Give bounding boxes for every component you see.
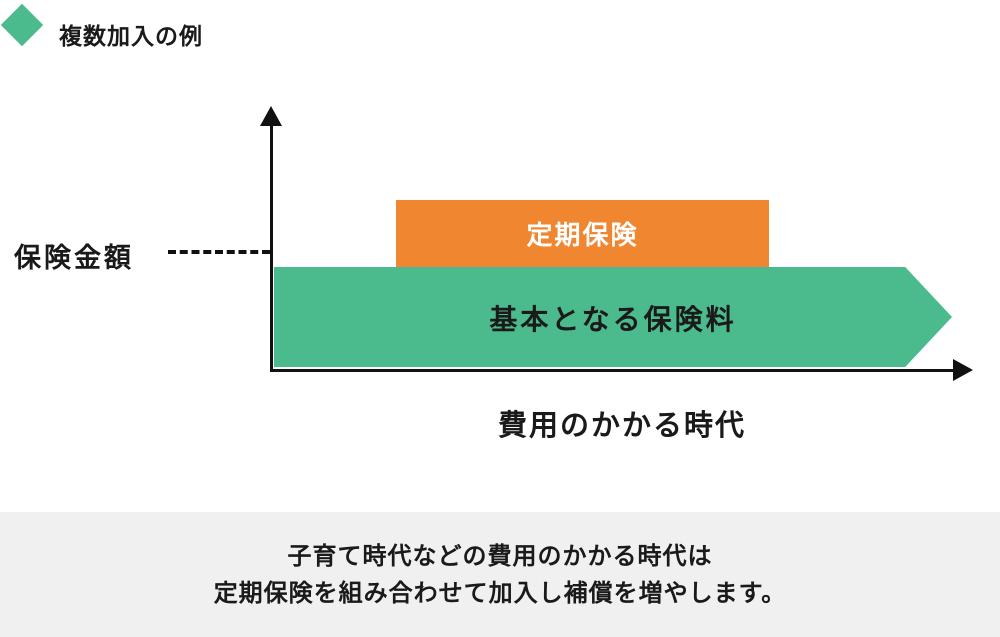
page-title: 複数加入の例 — [59, 23, 203, 49]
diamond-icon — [0, 3, 44, 47]
base-premium-label: 基本となる保険料 — [489, 304, 737, 335]
y-axis-arrowhead-icon — [260, 106, 282, 126]
footer-note-line1: 子育て時代などの費用のかかる時代は — [287, 543, 713, 570]
footer-note-line2: 定期保険を組み合わせて加入し補償を増やします。 — [213, 580, 787, 607]
dotted-leader-line — [168, 250, 270, 254]
y-axis-line — [270, 124, 273, 372]
x-axis-line — [270, 369, 955, 372]
term-insurance-label: 定期保険 — [526, 220, 639, 250]
footer-note: 子育て時代などの費用のかかる時代は 定期保険を組み合わせて加入し補償を増やします… — [0, 512, 1000, 637]
base-premium-band: 基本となる保険料 — [274, 267, 952, 367]
y-axis-label: 保険金額 — [14, 243, 134, 273]
x-axis-label: 費用のかかる時代 — [497, 410, 746, 442]
term-insurance-box: 定期保険 — [396, 200, 769, 267]
x-axis-arrowhead-icon — [953, 359, 973, 381]
